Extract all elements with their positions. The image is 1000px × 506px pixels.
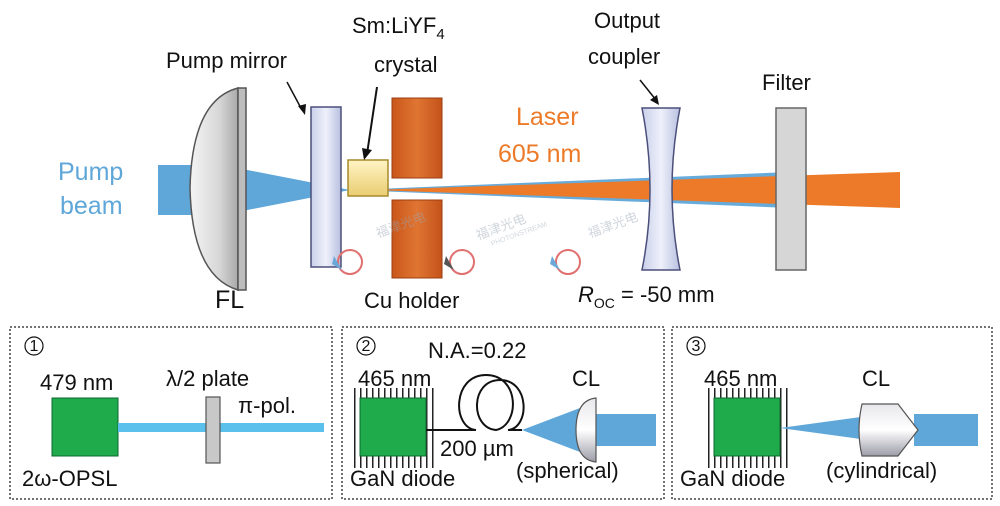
spherical-lens (575, 397, 597, 463)
watermark-text-3: 福津光电 (586, 209, 640, 241)
fiber-coil (426, 373, 525, 432)
panel-1-beam (118, 423, 324, 432)
laser-beam (370, 172, 900, 208)
pump-label-line2: beam (60, 192, 123, 220)
crystal-pointer (366, 86, 378, 155)
panel-3-lens-label: CL (862, 366, 890, 391)
roc-label: ROC = -50 mm (578, 282, 715, 311)
output-coupler (641, 107, 681, 271)
watermark-logo-2 (444, 249, 475, 275)
main-setup: Pump beam FL Pump mirror Sm:LiYF4 crysta… (58, 8, 900, 314)
pump-mirror-label: Pump mirror (166, 48, 287, 73)
panel-1: 1 479 nm λ/2 plate π-pol. 2ω-OPSL (9, 326, 333, 500)
panel-2-beam (596, 414, 656, 446)
panel-2-lens-type: (spherical) (516, 458, 619, 483)
cylindrical-lens (858, 403, 919, 457)
focusing-lens-flat (237, 87, 247, 291)
gan-diode-2 (359, 397, 427, 457)
fiber-label: 200 µm (440, 436, 514, 461)
cu-holder-bottom (391, 199, 443, 279)
panel-2-diode-label: GaN diode (350, 466, 455, 491)
waveplate-label: λ/2 plate (166, 366, 249, 391)
panel-3-number: 3 (692, 338, 701, 355)
fl-label: FL (215, 286, 244, 314)
pump-mirror (310, 106, 342, 268)
panel-1-wavelength: 479 nm (40, 370, 113, 395)
panel-2-wavelength: 465 nm (358, 366, 431, 391)
filter (775, 107, 807, 271)
opsl-label: 2ω-OPSL (22, 466, 117, 491)
output-label-line1: Output (594, 8, 660, 33)
polarization-label: π-pol. (238, 393, 296, 418)
gan-diode-3 (713, 397, 781, 457)
focusing-lens (189, 87, 239, 292)
output-label-line2: coupler (588, 44, 660, 69)
panel-3: 3 465 nm CL GaN diode (cylindrical) (671, 326, 993, 500)
laser-label-line1: Laser (516, 103, 579, 131)
panel-2: 2 465 nm N.A.=0.22 CL 200 µm GaN diode (… (341, 326, 665, 500)
crystal-label-line2: crystal (374, 52, 438, 77)
panel-3-diode-label: GaN diode (680, 466, 785, 491)
pump-label-line1: Pump (58, 158, 123, 186)
output-coupler-pointer (639, 79, 657, 101)
panel-2-number: 2 (362, 338, 371, 355)
watermark: 福津光电 福津光电 福津光电 PHOTONSTREAM (332, 209, 640, 275)
panel-2-beam-cone (522, 408, 580, 452)
panel-2-lens-label: CL (572, 366, 600, 391)
pump-mirror-pointer (286, 81, 303, 111)
laser-label-line2: 605 nm (498, 140, 581, 168)
panel-3-lens-type: (cylindrical) (826, 458, 937, 483)
na-label: N.A.=0.22 (428, 338, 526, 363)
panel-1-number: 1 (30, 338, 39, 355)
cu-holder-top (391, 97, 443, 179)
panel-3-wavelength: 465 nm (704, 366, 777, 391)
opsl-source (51, 397, 119, 457)
pump-focus-cone (222, 165, 350, 215)
filter-label: Filter (762, 70, 811, 95)
panel-3-beam (914, 414, 978, 446)
watermark-logo-1 (332, 249, 363, 275)
panel-3-beam-cone (780, 416, 868, 440)
sm-liyf4-crystal (347, 159, 389, 197)
crystal-label-line1: Sm:LiYF4 (352, 13, 445, 43)
watermark-logo-3 (550, 249, 581, 275)
cu-holder-label: Cu holder (364, 288, 459, 313)
half-wave-plate (205, 396, 221, 464)
